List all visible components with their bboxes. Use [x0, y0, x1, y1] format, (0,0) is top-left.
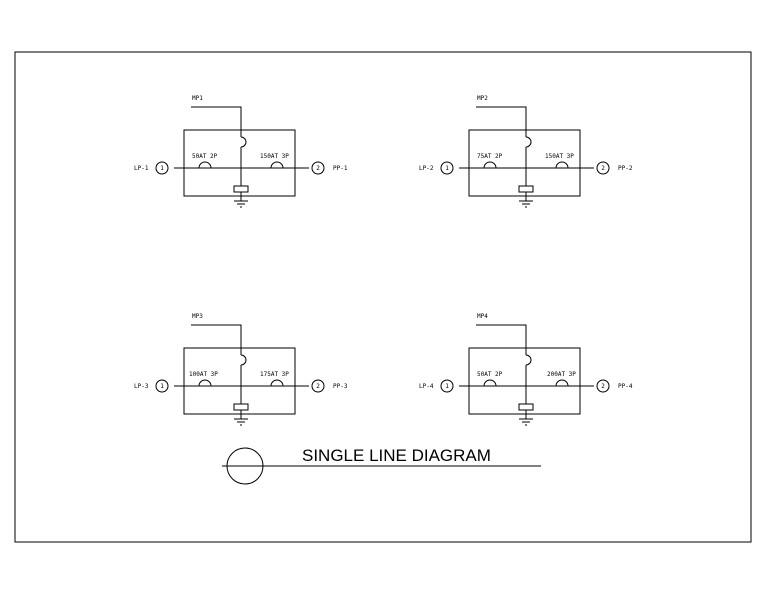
panel-3: MP3 100AT 3P 175AT 3P 1 LP-3 2 PP-3: [134, 313, 348, 426]
panel-box: [468, 129, 581, 197]
panel-box: [183, 129, 296, 197]
main-label: MP1: [192, 95, 203, 102]
title-block: SINGLE LINE DIAGRAM: [222, 446, 541, 485]
panel-box: [183, 347, 296, 415]
right-node-number: 2: [316, 383, 320, 390]
left-node: [155, 379, 169, 393]
right-node-number: 2: [601, 165, 605, 172]
breaker-left-label: 100AT 3P: [189, 371, 218, 378]
panel-4: MP4 50AT 2P 200AT 3P 1 LP-4 2 PP-4: [419, 313, 633, 426]
left-node-number: 1: [445, 165, 449, 172]
left-load-label: LP-1: [134, 165, 149, 172]
right-node: [596, 379, 610, 393]
left-node-number: 1: [160, 165, 164, 172]
right-load-label: PP-4: [618, 383, 633, 390]
breaker-left-label: 75AT 2P: [477, 153, 503, 160]
left-load-label: LP-2: [419, 165, 434, 172]
left-node: [155, 161, 169, 175]
left-load-label: LP-3: [134, 383, 149, 390]
right-load-label: PP-3: [333, 383, 348, 390]
breaker-right-label: 150AT 3P: [260, 153, 289, 160]
panel-1: MP1 50AT 2P 150AT 3P 1 LP-1 2 PP-1: [134, 95, 348, 208]
panel-2: MP2 75AT 2P 150AT 3P 1 LP-2 2 PP-2: [419, 95, 633, 208]
breaker-left-label: 50AT 2P: [192, 153, 218, 160]
breaker-right-label: 200AT 3P: [547, 371, 576, 378]
left-node-number: 1: [160, 383, 164, 390]
left-node-number: 1: [445, 383, 449, 390]
main-label: MP2: [477, 95, 488, 102]
left-node: [440, 379, 454, 393]
panel-box: [468, 347, 581, 415]
breaker-right-label: 150AT 3P: [545, 153, 574, 160]
diagram-title: SINGLE LINE DIAGRAM: [302, 446, 491, 465]
right-node-number: 2: [316, 165, 320, 172]
left-load-label: LP-4: [419, 383, 434, 390]
right-node: [311, 161, 325, 175]
right-node: [596, 161, 610, 175]
right-load-label: PP-1: [333, 165, 348, 172]
breaker-right-label: 175AT 3P: [260, 371, 289, 378]
right-node-number: 2: [601, 383, 605, 390]
right-node: [311, 379, 325, 393]
right-load-label: PP-2: [618, 165, 633, 172]
main-label: MP3: [192, 313, 203, 320]
main-label: MP4: [477, 313, 488, 320]
breaker-left-label: 50AT 2P: [477, 371, 503, 378]
sheet-border: [14, 51, 752, 543]
left-node: [440, 161, 454, 175]
